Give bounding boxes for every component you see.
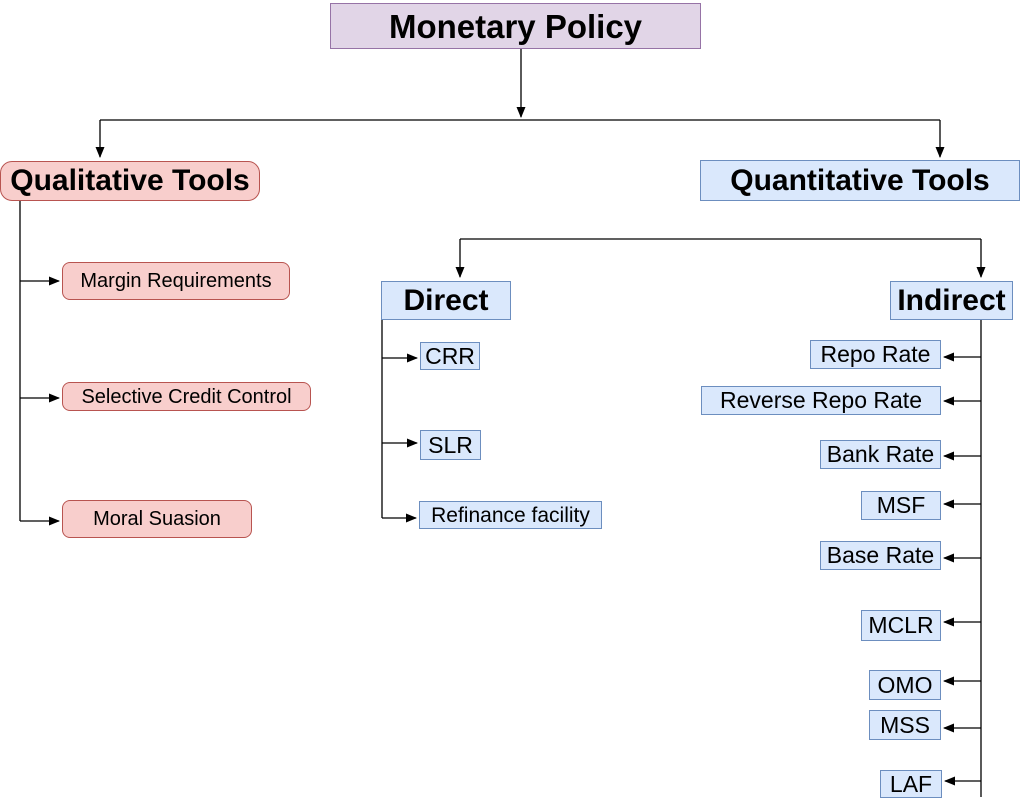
node-laf: LAF bbox=[880, 770, 942, 798]
node-indirect: Indirect bbox=[890, 281, 1013, 320]
node-repo-rate: Repo Rate bbox=[810, 340, 941, 369]
node-mclr: MCLR bbox=[861, 610, 941, 641]
node-selective-credit-control: Selective Credit Control bbox=[62, 382, 311, 411]
node-mss: MSS bbox=[869, 710, 941, 740]
node-base-rate: Base Rate bbox=[820, 541, 941, 570]
node-bank-rate: Bank Rate bbox=[820, 440, 941, 469]
node-qualitative-tools: Qualitative Tools bbox=[0, 161, 260, 201]
node-monetary-policy: Monetary Policy bbox=[330, 3, 701, 49]
node-moral-suasion: Moral Suasion bbox=[62, 500, 252, 538]
node-quantitative-tools: Quantitative Tools bbox=[700, 160, 1020, 201]
node-slr: SLR bbox=[420, 430, 481, 460]
node-direct: Direct bbox=[381, 281, 511, 320]
node-msf: MSF bbox=[861, 491, 941, 520]
node-margin-requirements: Margin Requirements bbox=[62, 262, 290, 300]
node-refinance-facility: Refinance facility bbox=[419, 501, 602, 529]
node-omo: OMO bbox=[869, 670, 941, 700]
node-crr: CRR bbox=[420, 342, 480, 370]
node-reverse-repo-rate: Reverse Repo Rate bbox=[701, 386, 941, 415]
